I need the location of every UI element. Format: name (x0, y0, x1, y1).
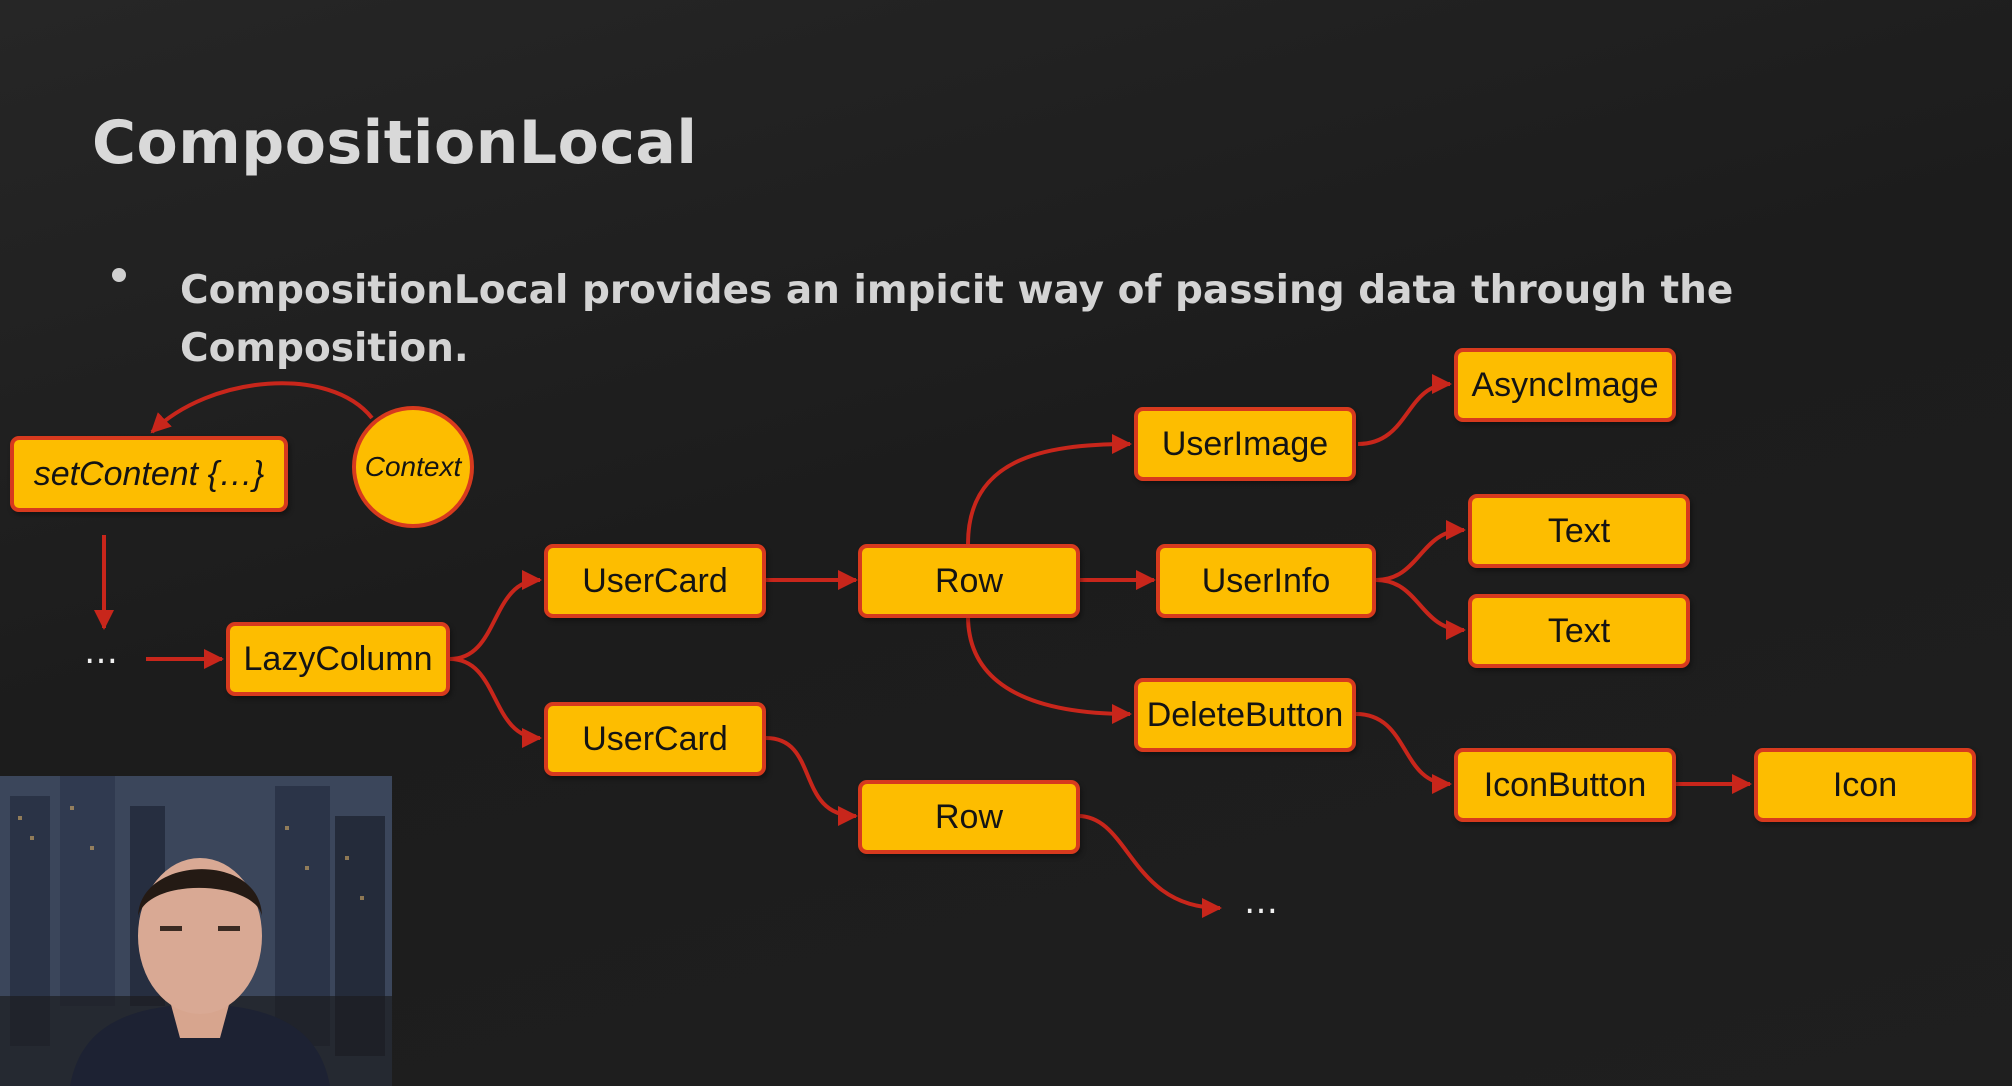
edge-row-1-to-userimage (966, 434, 1132, 545)
row-node-2: Row (858, 780, 1080, 854)
edge-lazycolumn-to-usercard-1 (449, 570, 542, 661)
slide-title: CompositionLocal (92, 108, 698, 178)
ellipsis-left: … (84, 632, 120, 672)
userinfo-node: UserInfo (1156, 544, 1376, 618)
edge-usercard-2-to-row-2 (765, 736, 858, 826)
usercard-node-1: UserCard (544, 544, 766, 618)
deletebutton-node: DeleteButton (1134, 678, 1356, 752)
setcontent-node: setContent {…} (10, 436, 288, 512)
userimage-node: UserImage (1134, 407, 1356, 481)
text-node-1: Text (1468, 494, 1690, 568)
edge-lazycolumn-to-usercard-2 (449, 657, 542, 748)
icon-node: Icon (1754, 748, 1976, 822)
row-node-1: Row (858, 544, 1080, 618)
edge-userimage-to-asyncimage (1357, 374, 1452, 446)
text-node-2: Text (1468, 594, 1690, 668)
ellipsis-right: … (1244, 882, 1280, 922)
iconbutton-node: IconButton (1454, 748, 1676, 822)
edge-row-1-to-deletebutton (966, 615, 1132, 724)
edge-userinfo-to-text-1 (1375, 520, 1466, 582)
presenter-video-icon (0, 776, 392, 1086)
edge-userinfo-to-text-2 (1375, 578, 1466, 640)
bullet-point-icon (112, 268, 126, 282)
context-node: Context (352, 406, 474, 528)
lazycolumn-node: LazyColumn (226, 622, 450, 696)
presenter-webcam-overlay (0, 776, 392, 1086)
usercard-node-2: UserCard (544, 702, 766, 776)
asyncimage-node: AsyncImage (1454, 348, 1676, 422)
edge-deletebutton-to-iconbutton (1355, 712, 1452, 794)
bullet-text: CompositionLocal provides an impicit way… (180, 268, 1734, 371)
edge-row-2-to-ellipsis (1077, 814, 1222, 918)
edge-context-to-setcontent (150, 381, 374, 434)
